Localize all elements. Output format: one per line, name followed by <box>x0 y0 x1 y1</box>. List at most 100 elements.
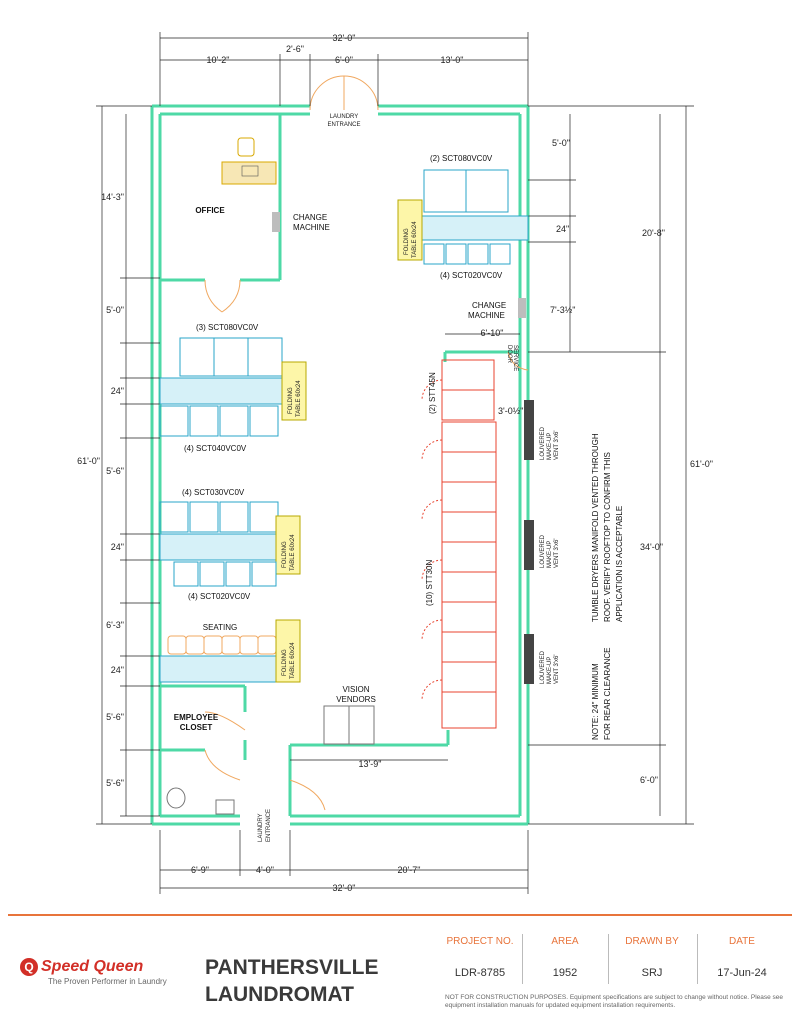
change-machine-right-l2: MACHINE <box>468 311 505 320</box>
project-no-header: PROJECT NO. <box>446 936 514 947</box>
dim-left-a: 5'-0" <box>106 305 124 315</box>
chair-icon <box>185 635 205 655</box>
washer-unit <box>159 405 189 437</box>
dim-right-a: 5'-0" <box>552 138 570 148</box>
dim-top-overall: 32'-0" <box>333 33 356 43</box>
washer-unit <box>489 243 511 265</box>
dim-left-f: 24" <box>111 665 124 675</box>
right-top-washers-label: (2) SCT080VC0V <box>430 154 493 163</box>
washer-unit <box>465 169 509 213</box>
vent-unit <box>524 520 534 570</box>
dim-top-right: 13'-0" <box>441 55 464 65</box>
washer-unit <box>179 337 215 377</box>
dim-right-b: 24" <box>556 224 569 234</box>
vents: LOUVERED MAKE-UP VENT 3'x6' LOUVERED MAK… <box>524 400 560 684</box>
dim-right-upper: 20'-8" <box>642 228 665 238</box>
closet-area: EMPLOYEE CLOSET VISION VENDORS LAUNDRY E… <box>166 685 376 842</box>
folding-table-seat-l2: TABLE 60x24 <box>290 642 296 679</box>
dim-bottom-right: 20'-7" <box>398 865 421 875</box>
stacked-top-label: (2) STT45N <box>428 372 437 414</box>
service-door-l1: SERVICE <box>512 345 518 371</box>
dim-left-g: 5'-6" <box>106 712 124 722</box>
dim-left-c: 5'-6" <box>106 466 124 476</box>
dimension-lines <box>96 32 694 894</box>
dim-left-office: 14'-3" <box>101 192 124 202</box>
folding-table-c <box>275 515 301 575</box>
sink-icon <box>215 799 235 815</box>
washer-unit <box>219 405 249 437</box>
toilet-icon <box>166 787 186 809</box>
seating-area: SEATING FOLDING TABLE 60x24 <box>159 619 301 683</box>
dryer-unit <box>441 421 497 729</box>
dim-top-door: 6'-0" <box>335 55 353 65</box>
dim-left-overall: 61'-0" <box>77 456 100 466</box>
washer-unit <box>423 169 467 213</box>
brand-tagline: The Proven Performer in Laundry <box>48 977 167 987</box>
right-washer-group: (2) SCT080VC0V FOLDING TABLE 60x24 (4) S… <box>397 154 529 371</box>
column-divider <box>608 934 609 984</box>
washer-unit <box>213 337 249 377</box>
computer-icon <box>241 165 259 177</box>
chair-icon <box>239 635 259 655</box>
dim-left-h: 5'-6" <box>106 778 124 788</box>
project-no-value: LDR-8785 <box>454 967 506 979</box>
dim-top-left: 10'-2" <box>207 55 230 65</box>
bottom-entrance-l2: ENTRANCE <box>266 809 272 842</box>
left-d-label: (4) SCT020VC0V <box>188 592 251 601</box>
vent-3-l2: MAKE-UP <box>547 657 553 684</box>
chair-icon <box>221 635 241 655</box>
note-tumble-l3: APPLICATION IS ACCEPTABLE <box>615 506 624 622</box>
top-entrance-l1: LAUNDRY <box>330 114 359 120</box>
washer-unit <box>251 561 277 587</box>
folding-table-a-l2: TABLE 60x24 <box>296 380 302 417</box>
footer-rule <box>8 914 792 916</box>
area-header: AREA <box>551 936 579 947</box>
dim-bottom-mid: 4'-0" <box>256 865 274 875</box>
employee-closet-l1: EMPLOYEE <box>174 713 219 722</box>
change-machine-left-l1: CHANGE <box>293 213 327 222</box>
dim-vend: 13'-9" <box>359 759 382 769</box>
office-room: OFFICE CHANGE MACHINE LAUNDRY ENTRANCE <box>195 114 361 232</box>
office-desk <box>221 161 277 185</box>
doors <box>204 75 529 811</box>
drawn-by-header: DRAWN BY <box>625 936 679 947</box>
office-chair <box>237 137 255 157</box>
folding-table-c-l1: FOLDING <box>282 541 288 568</box>
project-title: PANTHERSVILLE LAUNDROMAT <box>205 954 378 1008</box>
vent-unit <box>524 634 534 684</box>
change-machine-left-l2: MACHINE <box>293 223 330 232</box>
vent-1-l1: LOUVERED <box>540 426 546 460</box>
folding-counter <box>159 533 279 561</box>
change-machine-left <box>272 212 280 232</box>
folding-counter <box>159 377 285 405</box>
folding-table-c-l2: TABLE 60x24 <box>290 534 296 571</box>
date-column: DATE 17-Jun-24 <box>702 936 782 979</box>
washer-unit <box>467 243 489 265</box>
right-top-small-label: (4) SCT020VC0V <box>440 271 503 280</box>
vent-1-l3: VENT 3'x6' <box>554 430 560 460</box>
dim-right-lower: 34'-0" <box>640 542 663 552</box>
disclaimer: NOT FOR CONSTRUCTION PURPOSES. Equipment… <box>445 994 784 1009</box>
project-title-line2: LAUNDROMAT <box>205 983 354 1006</box>
washer-unit <box>249 501 279 533</box>
dim-right-overall: 61'-0" <box>690 459 713 469</box>
floor-plan: 32'-0" 10'-2" 2'-6" 6'-0" 13'-0" 6'-9" 4… <box>77 32 713 894</box>
chair-icon <box>257 635 277 655</box>
dim-left-e: 6'-3" <box>106 620 124 630</box>
drawn-by-value: SRJ <box>641 967 663 979</box>
vent-2-l1: LOUVERED <box>540 534 546 568</box>
service-door-l2: DOOR <box>506 345 512 364</box>
folding-counter <box>419 215 529 241</box>
folding-counter <box>159 655 279 683</box>
left-b-label: (4) SCT040VC0V <box>184 444 247 453</box>
left-c-label: (4) SCT030VC0V <box>182 488 245 497</box>
note-clearance-l2: FOR REAR CLEARANCE <box>603 648 612 740</box>
dim-left-d: 24" <box>111 542 124 552</box>
change-machine-right-l1: CHANGE <box>472 301 506 310</box>
top-entrance-l2: ENTRANCE <box>327 122 360 128</box>
date-value: 17-Jun-24 <box>717 967 767 979</box>
dimension-labels: 32'-0" 10'-2" 2'-6" 6'-0" 13'-0" 6'-9" 4… <box>77 33 713 893</box>
washer-unit <box>173 561 199 587</box>
left-washer-rows: (3) SCT080VC0V FOLDING TABLE 60x24 (4) S… <box>159 323 307 601</box>
